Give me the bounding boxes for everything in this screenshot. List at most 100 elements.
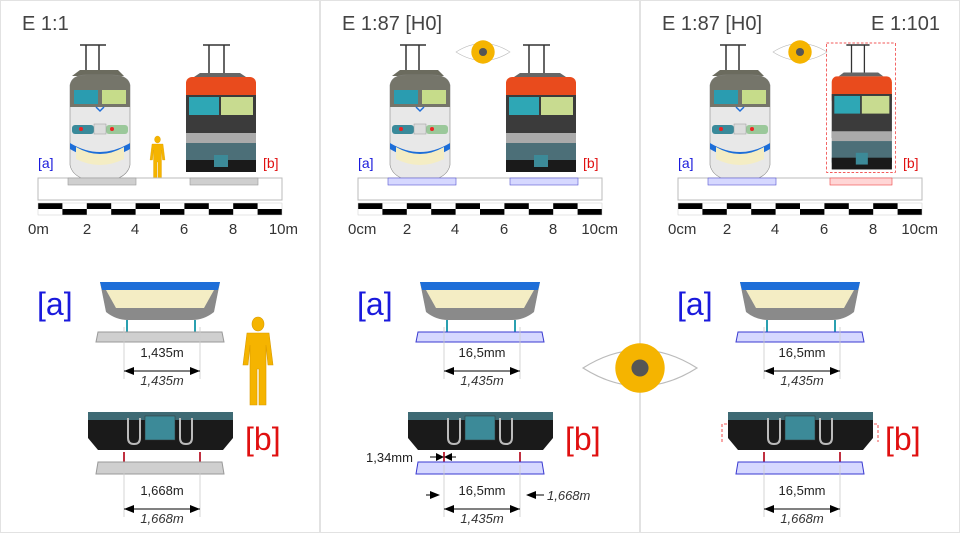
train-a-front bbox=[709, 44, 771, 180]
cross-section-label-a: [a] bbox=[37, 286, 73, 322]
cross-section-label-b: [b] bbox=[245, 421, 281, 457]
cross-section-a bbox=[95, 282, 225, 343]
scale-tick-label: 4 bbox=[131, 221, 139, 238]
scale-bar-segment bbox=[824, 203, 849, 209]
scale-bar-segment bbox=[455, 203, 480, 209]
gauge-dimension-label: 16,5mm bbox=[459, 345, 506, 360]
scale-bar-segment bbox=[577, 209, 602, 215]
scale-bar-segment bbox=[406, 203, 432, 209]
scale-bar-segment bbox=[62, 209, 87, 215]
real-gauge-label: 1,435m bbox=[140, 373, 184, 388]
train-b-front-scaled bbox=[826, 42, 896, 173]
train-a-front bbox=[69, 44, 131, 180]
scale-bar bbox=[37, 202, 283, 216]
panel-title: E 1:87 [H0] bbox=[662, 13, 762, 35]
scale-bar-segment bbox=[775, 203, 800, 209]
eye-icon bbox=[455, 40, 511, 64]
scale-tick-label: 6 bbox=[820, 221, 828, 238]
gauge-dimension-a: 16,5mm 1,435m bbox=[443, 327, 521, 388]
rail-offset-label: 1,34mm bbox=[366, 450, 413, 465]
cross-section-label-a: [a] bbox=[677, 286, 713, 322]
scale-tick-label: 0m bbox=[28, 221, 49, 238]
scale-tick-label: 8 bbox=[869, 221, 877, 238]
scale-bar-segment bbox=[111, 209, 136, 215]
person-icon-large bbox=[242, 316, 274, 406]
track-a-base bbox=[387, 177, 457, 186]
train-b-front bbox=[506, 44, 576, 172]
scale-tick-label: 10cm bbox=[901, 221, 938, 238]
scale-bar-segment bbox=[848, 209, 874, 215]
scale-bar bbox=[677, 202, 923, 216]
scale-bar-segment bbox=[897, 209, 922, 215]
eye-icon-large bbox=[581, 343, 699, 393]
scale-tick-label: 6 bbox=[180, 221, 188, 238]
scale-tick-label: 4 bbox=[771, 221, 779, 238]
label-b: [b] bbox=[903, 155, 919, 171]
real-gauge-label: 1,435m bbox=[460, 511, 504, 526]
scale-tick-label: 10m bbox=[269, 221, 298, 238]
scale-tick-label: 6 bbox=[500, 221, 508, 238]
rail-offset-dimension: 1,34mm 1,668m bbox=[366, 450, 591, 503]
scale-tick-label: 2 bbox=[403, 221, 411, 238]
scale-bar-segment bbox=[208, 209, 234, 215]
scale-bar-segment bbox=[751, 209, 776, 215]
scale-bar-segment bbox=[160, 209, 185, 215]
scale-tick-label: 10cm bbox=[581, 221, 618, 238]
gauge-dimension-label: 16,5mm bbox=[779, 483, 826, 498]
scale-bar-segment bbox=[528, 209, 554, 215]
gauge-dimension-label: 16,5mm bbox=[459, 483, 506, 498]
cross-section-label-a: [a] bbox=[357, 286, 393, 322]
track-b-base bbox=[189, 177, 259, 186]
platform bbox=[357, 177, 603, 201]
gauge-dimension-b: 1,668m 1,668m bbox=[123, 465, 201, 526]
scale-tick-label: 8 bbox=[549, 221, 557, 238]
scale-bar-segment bbox=[504, 203, 529, 209]
platform bbox=[37, 177, 283, 201]
real-gauge-label: 1,435m bbox=[780, 373, 824, 388]
real-broad-gauge-label: 1,668m bbox=[547, 488, 591, 503]
panel-title: E 1:87 [H0] bbox=[342, 13, 442, 35]
cross-section-a bbox=[415, 282, 545, 343]
panel-title-secondary: E 1:101 bbox=[871, 13, 940, 35]
scale-bar-segment bbox=[86, 203, 112, 209]
gauge-dimension-label: 16,5mm bbox=[779, 345, 826, 360]
scale-bar-segment bbox=[184, 203, 209, 209]
scale-tick-label: 8 bbox=[229, 221, 237, 238]
scale-tick-label: 0cm bbox=[668, 221, 696, 238]
platform bbox=[677, 177, 923, 201]
label-a: [a] bbox=[358, 155, 374, 171]
cross-section-b bbox=[721, 412, 879, 475]
scale-bar-segment bbox=[800, 209, 825, 215]
scale-bar-segment bbox=[726, 203, 752, 209]
scale-bar-segment bbox=[382, 209, 407, 215]
scale-bar bbox=[357, 202, 603, 216]
label-b: [b] bbox=[263, 155, 279, 171]
gauge-dimension-b: 16,5mm 1,435m bbox=[443, 465, 521, 526]
cross-section-label-b: [b] bbox=[885, 421, 921, 457]
track-b-base bbox=[829, 177, 893, 186]
scale-tick-label: 0cm bbox=[348, 221, 376, 238]
label-b: [b] bbox=[583, 155, 599, 171]
train-b-front bbox=[186, 44, 256, 172]
label-a: [a] bbox=[678, 155, 694, 171]
scale-bar-segment bbox=[233, 203, 258, 209]
scale-tick-label: 2 bbox=[83, 221, 91, 238]
track-b-base bbox=[509, 177, 579, 186]
scale-bar-segment bbox=[480, 209, 505, 215]
scale-bar-segment bbox=[358, 203, 383, 209]
gauge-dimension-label: 1,435m bbox=[140, 345, 183, 360]
cross-section-label-b: [b] bbox=[565, 421, 601, 457]
scale-bar-segment bbox=[135, 203, 160, 209]
gauge-dimension-b: 16,5mm 1,668m bbox=[763, 465, 841, 526]
cross-section-a bbox=[735, 282, 865, 343]
gauge-dimension-a: 1,435m 1,435m bbox=[123, 327, 201, 388]
panel-title: E 1:1 bbox=[22, 13, 69, 35]
cross-section-b bbox=[88, 412, 233, 475]
gauge-dimension-a: 16,5mm 1,435m bbox=[763, 327, 841, 388]
scale-tick-label: 2 bbox=[723, 221, 731, 238]
cross-section-b bbox=[408, 412, 553, 475]
scale-bar-segment bbox=[702, 209, 727, 215]
track-a-base bbox=[67, 177, 137, 186]
